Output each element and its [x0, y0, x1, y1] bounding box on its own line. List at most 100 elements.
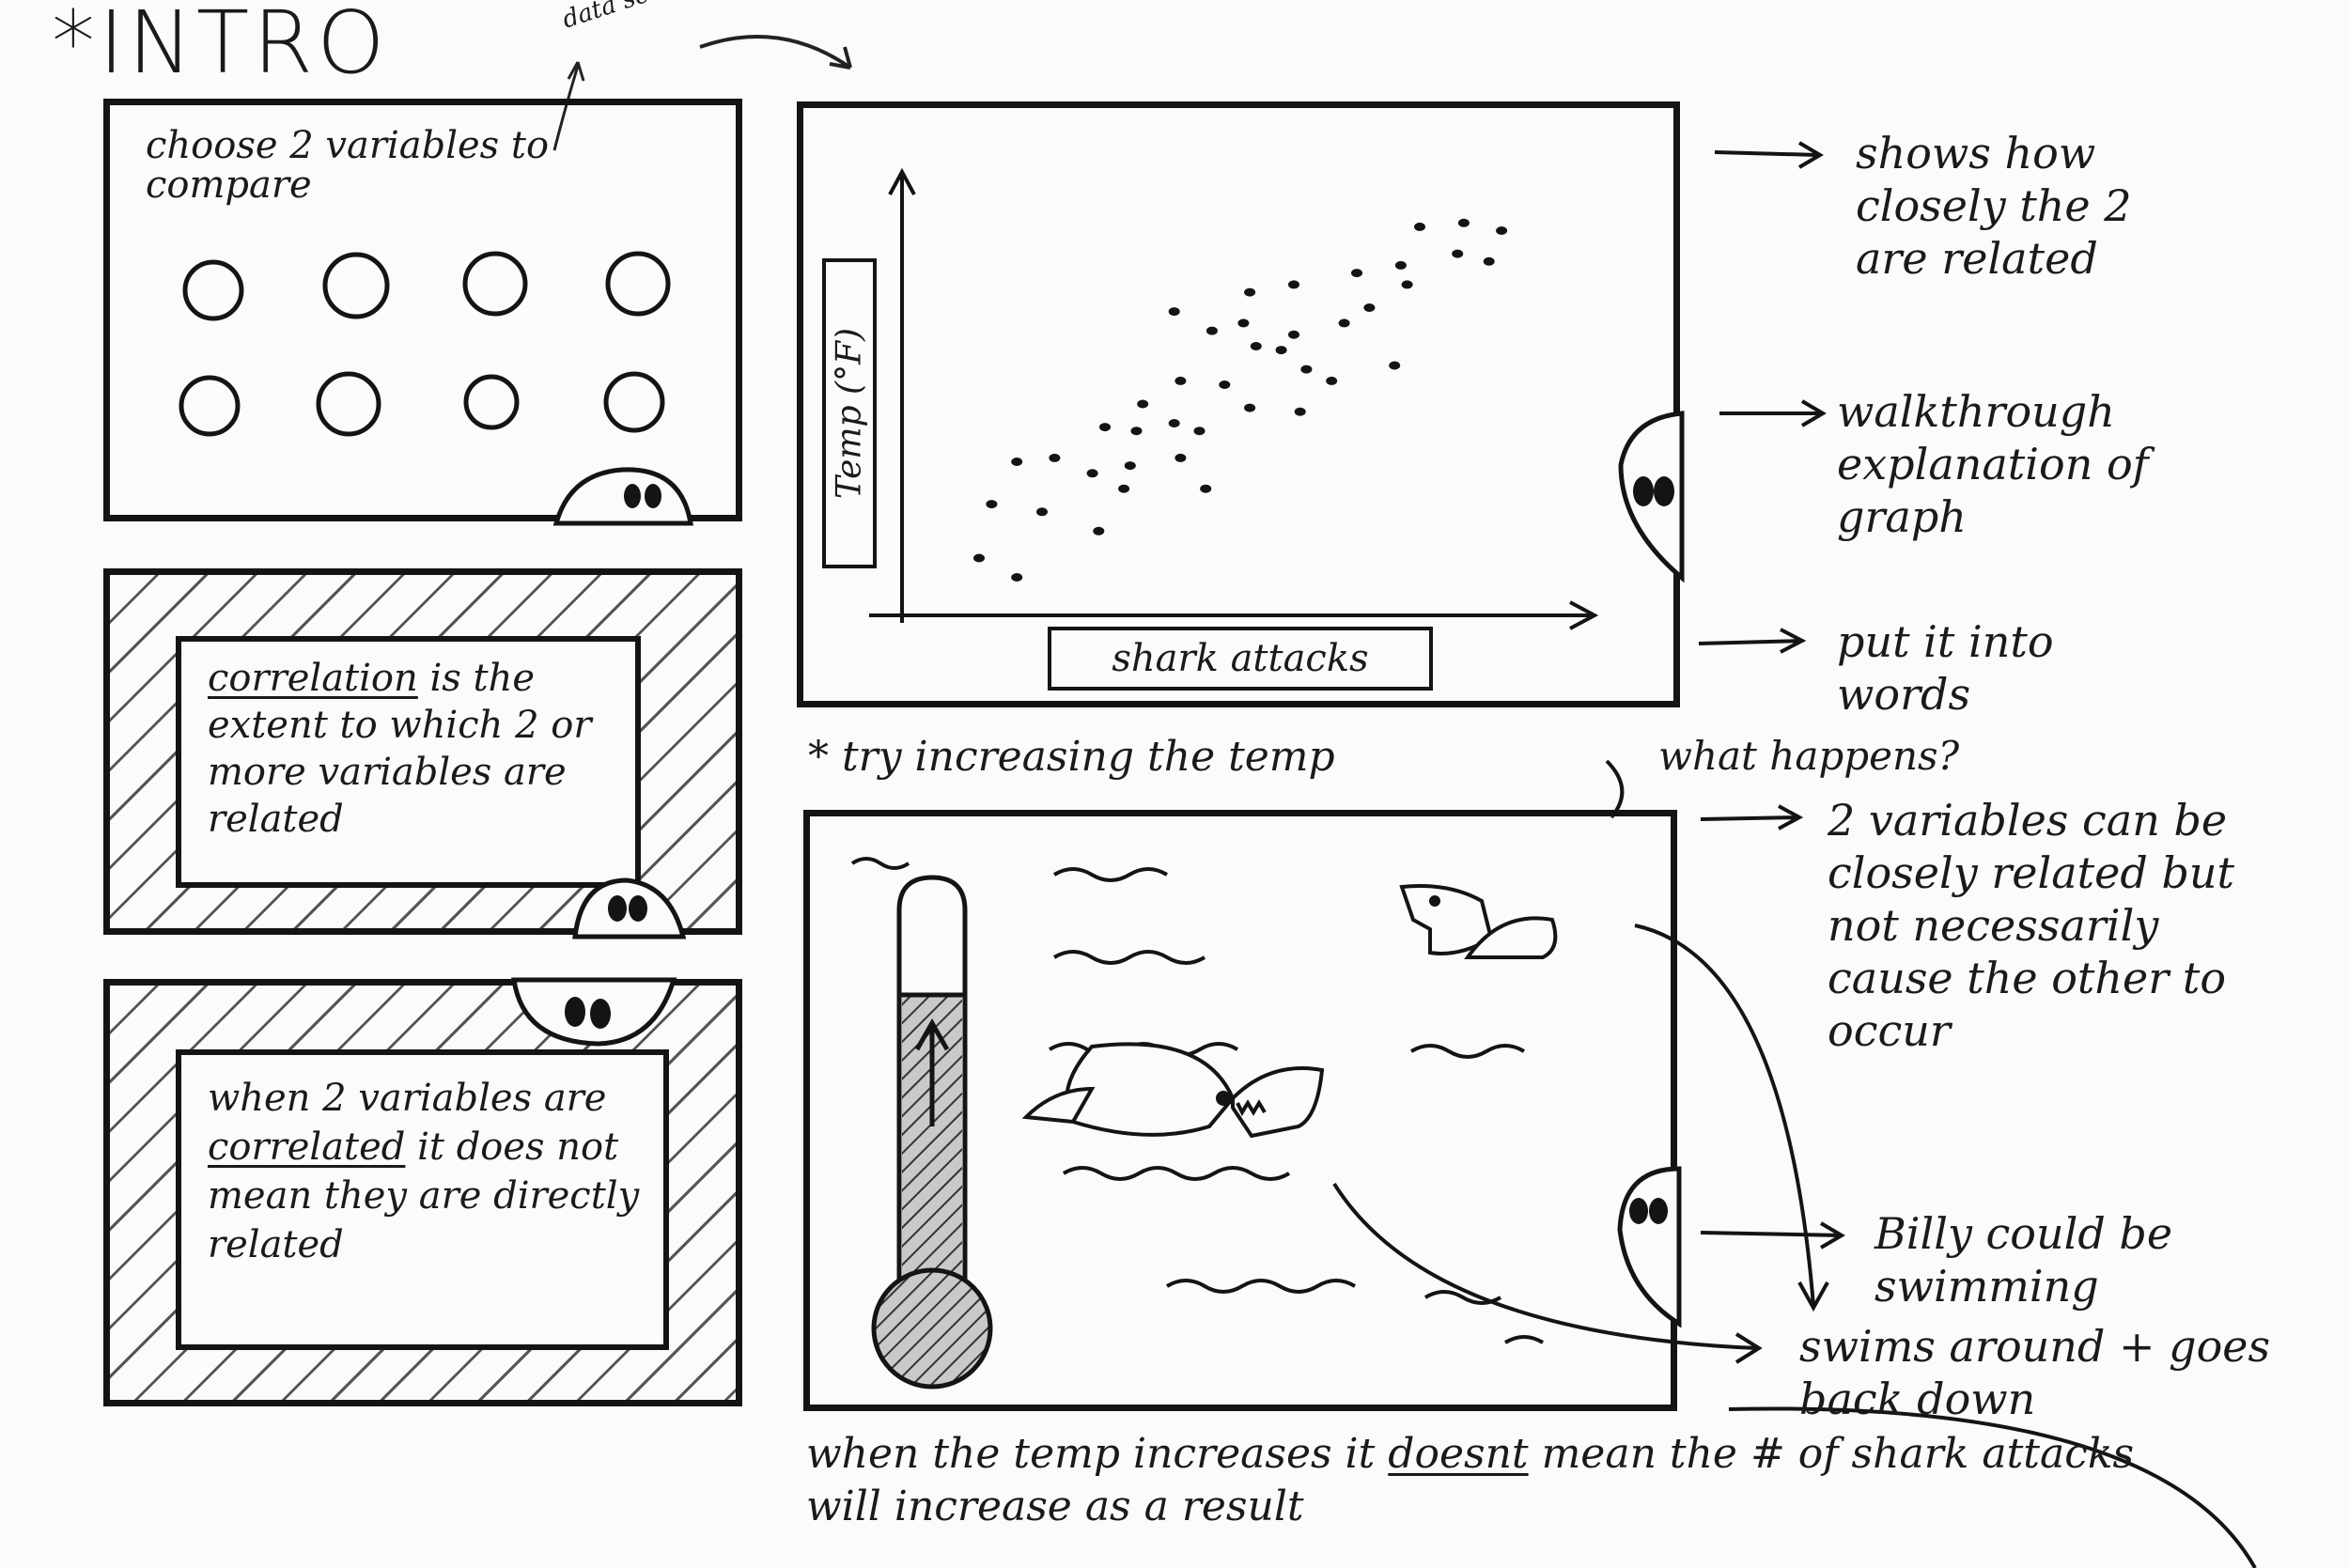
variable-option-circle[interactable]	[182, 259, 244, 321]
blob-mascot-icon	[552, 467, 693, 526]
y-axis-label-box: Temp (°F)	[822, 258, 877, 568]
bottom-emph: doesnt	[1388, 1430, 1529, 1478]
definition-card: correlation is the extent to which 2 or …	[176, 636, 641, 888]
scatter-point	[1011, 573, 1023, 582]
variable-option-circle[interactable]	[463, 374, 520, 430]
scatter-point	[1193, 427, 1206, 436]
scatter-points	[973, 218, 1508, 582]
scatter-point	[1394, 260, 1407, 270]
scatter-point	[1174, 453, 1187, 462]
scatter-point	[1219, 380, 1231, 389]
wave	[1062, 1166, 1291, 1181]
x-axis-label-box: shark attacks	[1048, 627, 1433, 691]
bottom-conclusion: when the temp increases it doesnt mean t…	[806, 1428, 2216, 1533]
shark-icon	[1399, 884, 1558, 959]
x-axis-arrow-icon	[1569, 600, 1599, 630]
what-happens-note: what happens?	[1658, 733, 1960, 779]
correlation-term: correlation	[208, 657, 418, 700]
page-title: *INTRO	[52, 0, 389, 93]
note-shows-relation: shows how closely the 2 are related	[1856, 128, 2132, 284]
scatter-point	[1288, 330, 1299, 339]
scatter-point	[1168, 307, 1180, 317]
caution-post: it does not mean they are directly relat…	[208, 1126, 640, 1266]
scatter-point	[1237, 318, 1250, 328]
scatter-point	[1275, 346, 1287, 355]
x-axis-label: shark attacks	[1112, 637, 1369, 680]
scatter-point	[1351, 269, 1362, 278]
blob-mascot-icon	[1617, 1166, 1682, 1328]
scatter-point	[1401, 280, 1413, 289]
scatter-point	[1288, 280, 1299, 289]
variable-options	[179, 251, 693, 526]
panel-correlation-definition: correlation is the extent to which 2 or …	[103, 568, 742, 939]
up-arrow-icon	[914, 1017, 950, 1126]
caution-card: when 2 variables are correlated it does …	[176, 1049, 669, 1350]
shark-icon	[1021, 1042, 1325, 1139]
scatter-point	[1206, 326, 1218, 335]
caution-text: when 2 variables are correlated it does …	[208, 1074, 649, 1269]
y-axis-label: Temp (°F)	[830, 327, 869, 500]
scatter-point	[1049, 453, 1061, 462]
scatter-point	[973, 553, 985, 563]
scatter-point	[1124, 461, 1136, 471]
scatter-point	[1338, 318, 1350, 328]
bottom-pre: when the temp increases it	[806, 1430, 1389, 1478]
scatter-point	[1174, 376, 1187, 385]
scatter-point	[1137, 399, 1149, 409]
scatter-point	[1250, 342, 1262, 350]
scatter-point	[1244, 287, 1256, 297]
scatter-point	[1011, 458, 1023, 466]
scatter-point	[1414, 222, 1425, 231]
scatter-point	[1200, 484, 1212, 493]
scatter-point	[1483, 256, 1495, 266]
wave	[1423, 1290, 1502, 1305]
data-sets-note: data sets	[559, 0, 675, 35]
blob-mascot-icon	[511, 977, 677, 1047]
scatter-point	[1093, 526, 1105, 536]
scatter-point	[1294, 407, 1306, 416]
scatter-point	[1452, 249, 1464, 258]
panel1-text: choose 2 variables to compare	[146, 124, 550, 207]
scatter-point	[1118, 484, 1130, 493]
definition-rest: is the extent to which 2 or more variabl…	[208, 657, 592, 841]
scatter-point	[1363, 303, 1376, 312]
scatter-point	[1130, 427, 1143, 436]
panel-choose-variables: choose 2 variables to compare	[103, 99, 742, 526]
caution-pre: when 2 variables are	[208, 1077, 607, 1120]
wave	[1409, 1044, 1526, 1059]
variable-option-circle[interactable]	[322, 252, 390, 319]
scatter-plot	[869, 167, 1685, 630]
definition-text: correlation is the extent to which 2 or …	[208, 655, 621, 843]
scatter-point	[1457, 218, 1470, 227]
variable-option-circle[interactable]	[462, 251, 528, 317]
note-put-into-words: put it into words	[1837, 616, 2054, 720]
variable-option-circle[interactable]	[179, 375, 241, 437]
variable-option-circle[interactable]	[605, 251, 671, 317]
thermometer-icon	[871, 875, 993, 1389]
variable-option-circle[interactable]	[603, 371, 665, 433]
scatter-point	[1326, 376, 1338, 385]
wave	[1165, 1279, 1357, 1294]
scatter-point	[1389, 361, 1401, 370]
note-billy-swimming: Billy could be swimming	[1875, 1208, 2173, 1312]
scatter-point	[1036, 507, 1048, 517]
scatter-point	[1300, 365, 1313, 374]
wave	[1052, 867, 1169, 882]
scatter-point	[1086, 469, 1098, 478]
wave	[1052, 950, 1206, 965]
panel-shark-scene	[803, 810, 1682, 1411]
note-not-causal: 2 variables can be closely related but n…	[1828, 795, 2235, 1056]
y-axis-arrow-icon	[888, 167, 916, 195]
panel-correlation-caution: when 2 variables are correlated it does …	[103, 977, 742, 1406]
blob-mascot-icon	[1618, 411, 1685, 583]
note-swims-around: swims around + goes back down	[1799, 1321, 2271, 1424]
scatter-point	[1099, 423, 1111, 432]
bottom-post: mean the # of shark attacks will increas…	[806, 1430, 2135, 1530]
wave	[1503, 1335, 1545, 1344]
scatter-point	[986, 500, 998, 509]
scatter-point	[1168, 419, 1180, 427]
shark-scene-drawing	[850, 857, 1682, 1389]
scatter-point	[1244, 403, 1256, 412]
variable-option-circle[interactable]	[316, 371, 381, 437]
note-walkthrough: walkthrough explanation of graph	[1837, 386, 2149, 542]
